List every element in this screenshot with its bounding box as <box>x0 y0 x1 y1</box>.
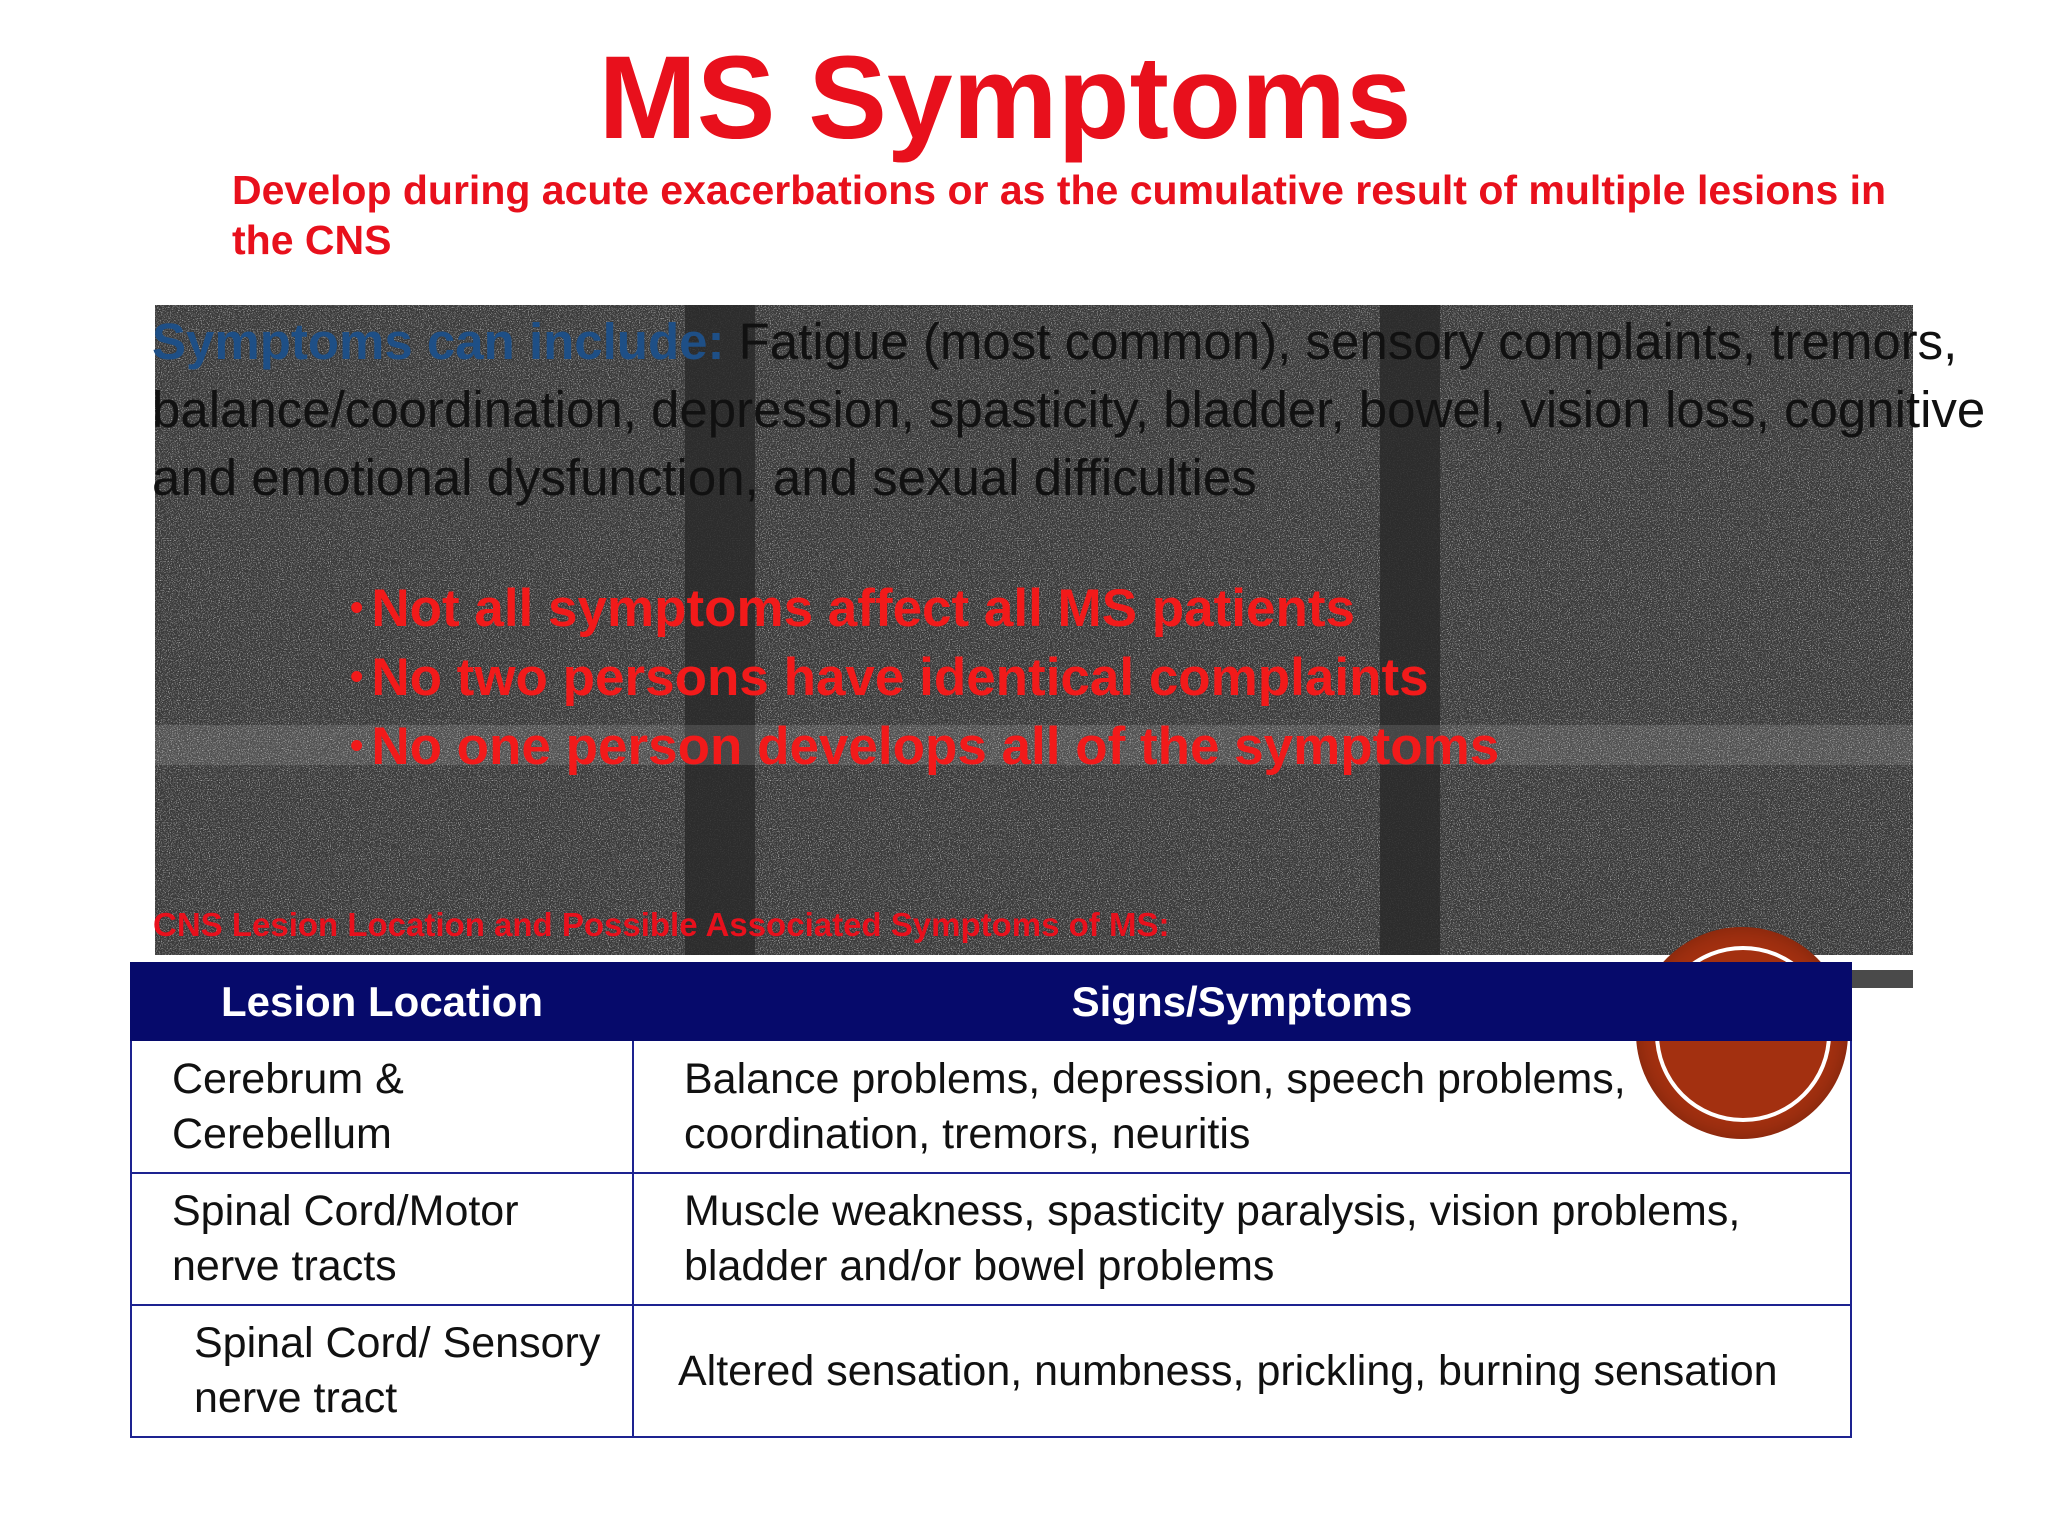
table-caption: CNS Lesion Location and Possible Associa… <box>153 906 1170 943</box>
bullet-icon: • <box>350 587 364 629</box>
symptoms-list-text: Fatigue (most common), sensory complaint… <box>152 313 1986 506</box>
slide-title: MS Symptoms <box>598 32 1412 164</box>
table-header-row: Lesion Location Signs/Symptoms <box>130 962 1852 1041</box>
header-signs-symptoms: Signs/Symptoms <box>632 962 1852 1041</box>
symptoms-paragraph: Symptoms can include: Fatigue (most comm… <box>152 308 2042 512</box>
lesion-location-cell: Spinal Cord/ Sensory nerve tract <box>130 1304 634 1438</box>
key-points-list: •Not all symptoms affect all MS patients… <box>350 574 1499 781</box>
noise-texture <box>155 305 1913 955</box>
lesion-location-cell: Cerebrum & Cerebellum <box>130 1039 634 1174</box>
noise-background-image <box>155 305 1913 955</box>
table-row: Spinal Cord/Motor nerve tracts Muscle we… <box>130 1172 1852 1306</box>
lesion-location-cell: Spinal Cord/Motor nerve tracts <box>130 1172 634 1306</box>
lesion-table: Lesion Location Signs/Symptoms Cerebrum … <box>130 962 1852 1438</box>
header-lesion-location: Lesion Location <box>130 962 634 1041</box>
signs-symptoms-cell: Balance problems, depression, speech pro… <box>632 1039 1852 1174</box>
signs-symptoms-cell: Muscle weakness, spasticity paralysis, v… <box>632 1172 1852 1306</box>
table-row: Cerebrum & Cerebellum Balance problems, … <box>130 1039 1852 1174</box>
key-point: •Not all symptoms affect all MS patients <box>350 579 1355 638</box>
signs-symptoms-cell: Altered sensation, numbness, prickling, … <box>632 1304 1852 1438</box>
table-row: Spinal Cord/ Sensory nerve tract Altered… <box>130 1304 1852 1438</box>
bullet-icon: • <box>350 725 364 767</box>
key-point: •No one person develops all of the sympt… <box>350 717 1500 776</box>
slide-subtitle: Develop during acute exacerbations or as… <box>232 167 1887 263</box>
key-point: •No two persons have identical complaint… <box>350 648 1429 707</box>
bullet-icon: • <box>350 656 364 698</box>
symptoms-lead: Symptoms can include: <box>152 313 725 370</box>
